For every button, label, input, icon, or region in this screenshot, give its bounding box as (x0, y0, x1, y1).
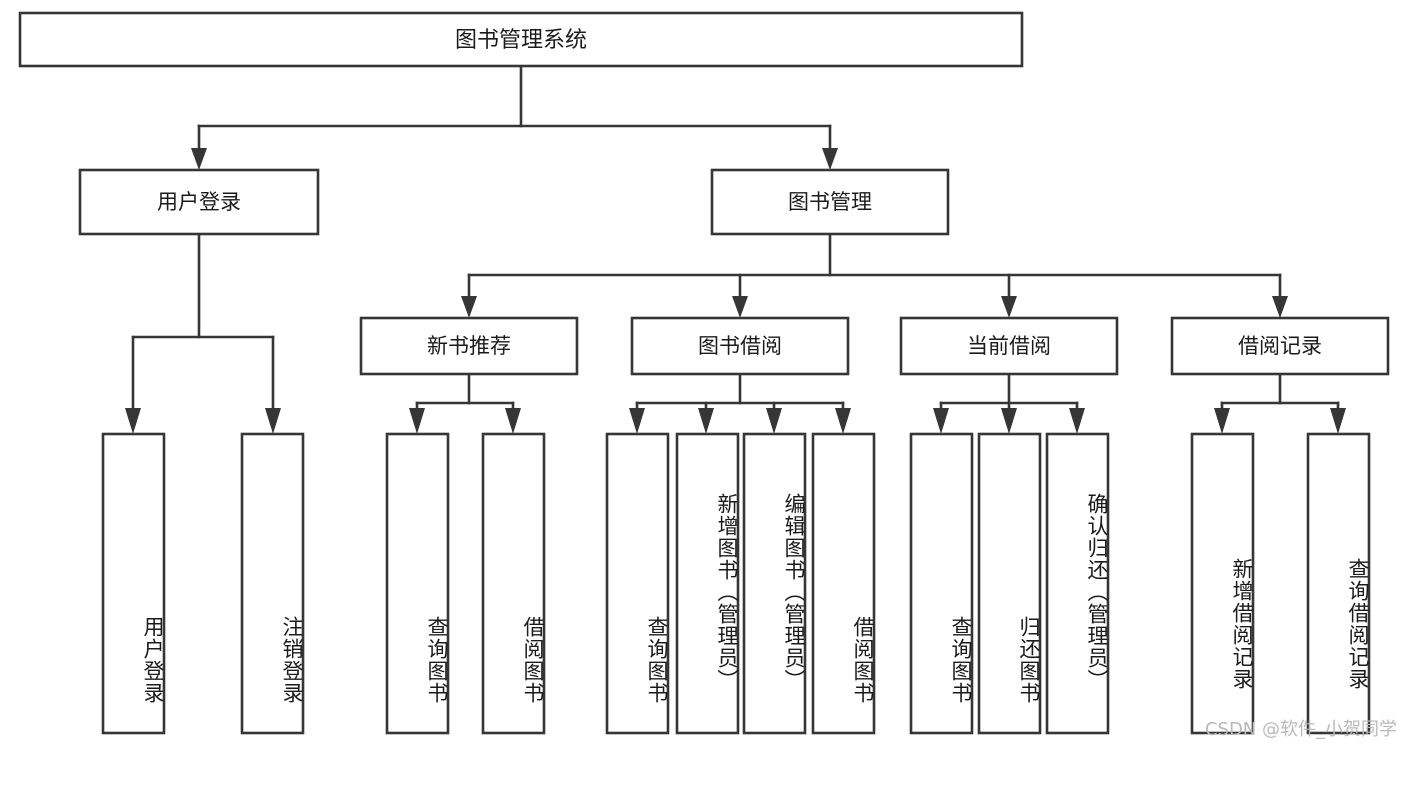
node-leaf-query-book-2-box[interactable] (605, 432, 670, 735)
arrowhead-leaf-query-borrow-record (1330, 408, 1346, 434)
node-leaf-query-book-1-box[interactable] (385, 432, 450, 735)
node-leaf-query-book-3-box[interactable] (909, 432, 974, 735)
node-new-book-recommend-label: 新书推荐 (427, 334, 511, 358)
arrowhead-leaf-edit-book-admin (766, 408, 782, 434)
connector-layer (125, 64, 1346, 434)
arrowhead-book-borrow (732, 296, 748, 318)
node-root-label: 图书管理系统 (455, 28, 587, 53)
node-book-manage[interactable]: 图书管理 (710, 168, 950, 236)
node-current-borrow-box[interactable] (899, 316, 1119, 376)
node-borrow-record[interactable]: 借阅记录 (1170, 316, 1390, 376)
node-current-borrow[interactable]: 当前借阅 (899, 316, 1119, 376)
arrowhead-leaf-borrow-book-2 (835, 408, 851, 434)
arrowhead-user-login (191, 148, 207, 170)
node-book-manage-box[interactable] (710, 168, 950, 236)
node-root-box[interactable] (18, 11, 1024, 68)
arrowhead-leaf-add-borrow-record (1214, 408, 1230, 434)
leaf-box-layer (101, 432, 1371, 735)
node-user-login-label: 用户登录 (157, 190, 241, 214)
node-borrow-record-box[interactable] (1170, 316, 1390, 376)
arrowhead-leaf-query-book-3 (933, 408, 949, 434)
arrowhead-leaf-query-book-1 (409, 408, 425, 434)
node-leaf-borrow-book-2-box[interactable] (811, 432, 876, 735)
node-new-book-recommend[interactable]: 新书推荐 (359, 316, 579, 376)
node-book-borrow[interactable]: 图书借阅 (630, 316, 850, 376)
arrowhead-leaf-return-book (1001, 408, 1017, 434)
arrowhead-book-manage (822, 148, 838, 170)
arrowhead-leaf-query-book-2 (629, 408, 645, 434)
node-leaf-add-book-admin-box[interactable] (675, 432, 740, 735)
node-book-borrow-box[interactable] (630, 316, 850, 376)
node-leaf-return-book-box[interactable] (977, 432, 1042, 735)
diagram-canvas: 图书管理系统 用户登录 图书管理 新书推荐 图书借阅 当前借阅 借阅记录 (18, 11, 1397, 740)
csdn-watermark: CSDN @软件_小贺同学 (1204, 719, 1397, 740)
node-new-book-recommend-box[interactable] (359, 316, 579, 376)
node-user-login[interactable]: 用户登录 (78, 168, 320, 236)
arrowhead-new-book-recommend (461, 296, 477, 318)
node-borrow-record-label: 借阅记录 (1238, 334, 1322, 358)
node-leaf-edit-book-admin-box[interactable] (742, 432, 807, 735)
arrowhead-borrow-record (1272, 296, 1288, 318)
node-leaf-logout-login-box[interactable] (240, 432, 305, 735)
arrowhead-leaf-borrow-book-1 (505, 408, 521, 434)
node-leaf-add-borrow-record-box[interactable] (1190, 432, 1255, 735)
arrowhead-leaf-user-login (125, 408, 141, 434)
node-leaf-confirm-return-admin-box[interactable] (1045, 432, 1110, 735)
node-user-login-box[interactable] (78, 168, 320, 236)
arrowhead-leaf-confirm-return-admin (1069, 408, 1085, 434)
node-root[interactable]: 图书管理系统 (18, 11, 1024, 68)
node-leaf-borrow-book-1-box[interactable] (481, 432, 546, 735)
arrowhead-current-borrow (1001, 296, 1017, 318)
node-book-manage-label: 图书管理 (788, 190, 872, 214)
tree-diagram-svg: 图书管理系统 用户登录 图书管理 新书推荐 图书借阅 当前借阅 借阅记录 (18, 11, 1390, 735)
arrowhead-leaf-add-book-admin (698, 408, 714, 434)
node-leaf-query-borrow-record-box[interactable] (1306, 432, 1371, 735)
node-current-borrow-label: 当前借阅 (967, 334, 1051, 358)
arrowhead-leaf-logout-login (265, 408, 281, 434)
node-book-borrow-label: 图书借阅 (698, 334, 782, 358)
node-leaf-user-login-box[interactable] (101, 432, 166, 735)
